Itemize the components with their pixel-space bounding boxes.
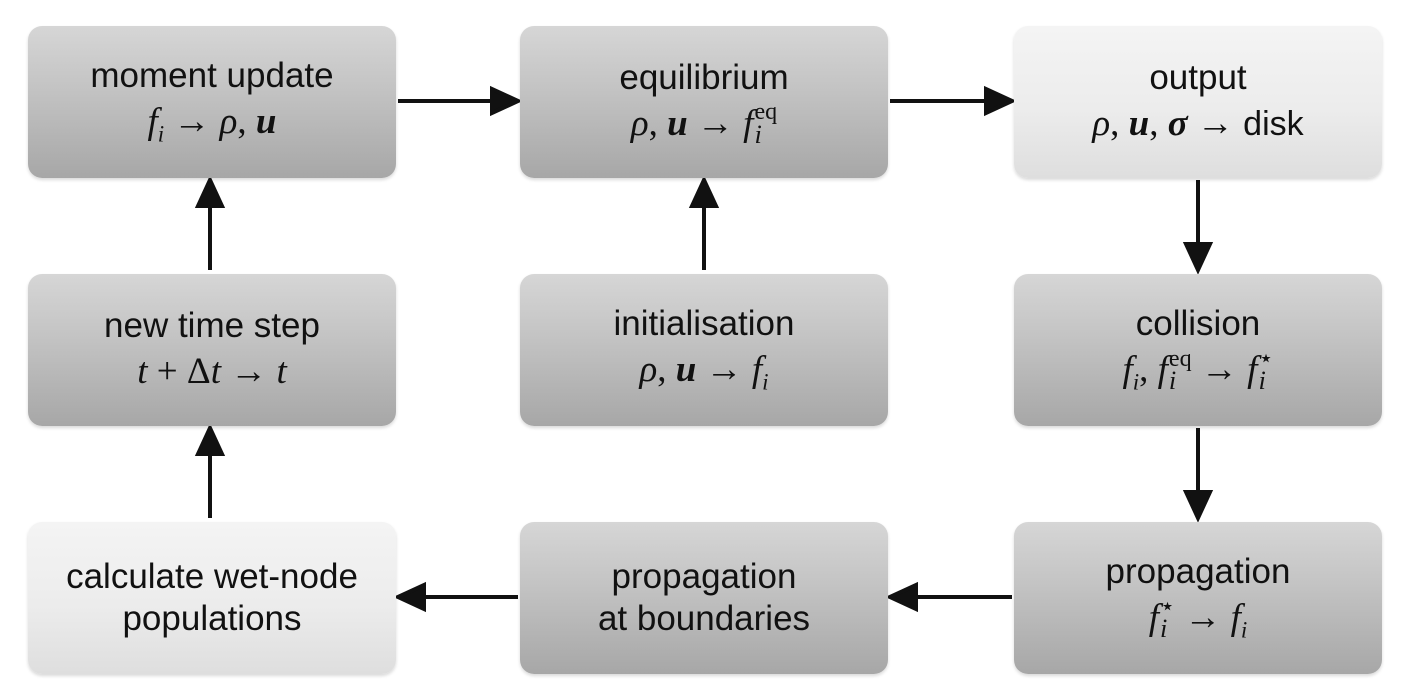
calculate-wet-node-title-line1: calculate wet-node bbox=[66, 557, 358, 596]
output-box: output ρ, u, σ → disk bbox=[1014, 26, 1382, 178]
moment-update-formula: fi → ρ, u bbox=[147, 100, 277, 147]
calculate-wet-node-title-line2: populations bbox=[122, 599, 302, 638]
new-time-step-title: new time step bbox=[104, 305, 320, 345]
new-time-step-formula: t + Δt → t bbox=[137, 350, 287, 392]
propagation-title: propagation bbox=[1105, 551, 1291, 591]
moment-update-box: moment update fi → ρ, u bbox=[28, 26, 396, 178]
output-formula: ρ, u, σ → disk bbox=[1092, 102, 1304, 144]
output-title: output bbox=[1149, 57, 1247, 97]
equilibrium-title: equilibrium bbox=[619, 57, 789, 97]
initialisation-title: initialisation bbox=[613, 303, 795, 343]
initialisation-formula: ρ, u → fi bbox=[639, 348, 769, 395]
propagation-boundaries-title-line2: at boundaries bbox=[597, 599, 811, 638]
moment-update-title: moment update bbox=[90, 55, 334, 95]
propagation-formula: f⋆i → fi bbox=[1148, 593, 1248, 643]
propagation-box: propagation f⋆i → fi bbox=[1014, 522, 1382, 674]
initialisation-box: initialisation ρ, u → fi bbox=[520, 274, 888, 426]
collision-title: collision bbox=[1135, 303, 1261, 343]
propagation-boundaries-title-line1: propagation bbox=[611, 557, 797, 596]
calculate-wet-node-box: calculate wet-node populations bbox=[28, 522, 396, 674]
propagation-boundaries-box: propagation at boundaries bbox=[520, 522, 888, 674]
new-time-step-box: new time step t + Δt → t bbox=[28, 274, 396, 426]
